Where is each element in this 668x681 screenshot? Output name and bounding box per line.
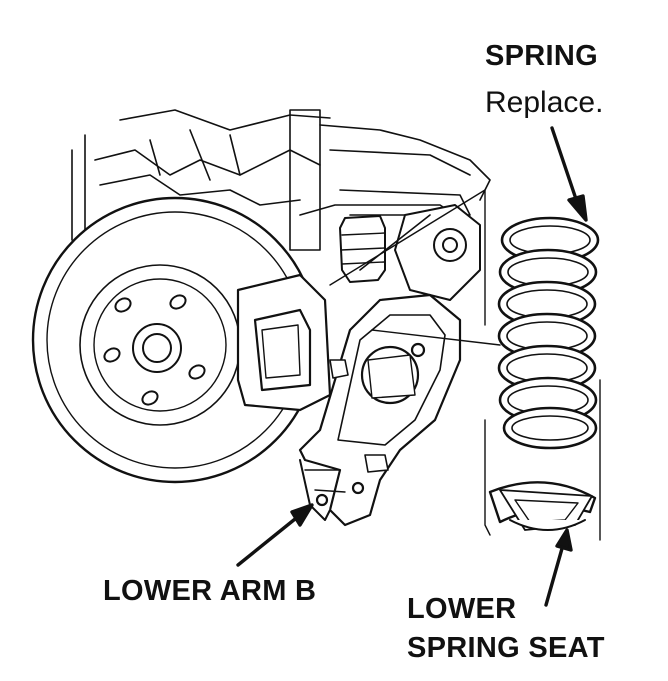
- lower-spring-seat-label-line2: SPRING SEAT: [407, 632, 605, 664]
- brake-caliper: [236, 273, 332, 412]
- lower-arm-b: [298, 293, 462, 527]
- lower-arm-b-label: LOWER ARM B: [103, 575, 317, 607]
- lower-spring-seat-label-line1: LOWER: [407, 593, 517, 625]
- spring-seat-leader-arrow: [544, 528, 573, 607]
- guide-lines: [329, 189, 601, 541]
- spring-leader-arrow: [550, 126, 588, 222]
- wheel-studs: [103, 294, 206, 406]
- lower-arm-b-leader-arrow: [236, 503, 314, 567]
- spring-label: SPRING: [485, 40, 598, 72]
- bump-stop: [339, 215, 386, 283]
- coil-spring: [497, 216, 600, 450]
- knuckle: [359, 204, 481, 301]
- spring-note: Replace.: [485, 86, 604, 119]
- lower-spring-seat: [488, 481, 597, 531]
